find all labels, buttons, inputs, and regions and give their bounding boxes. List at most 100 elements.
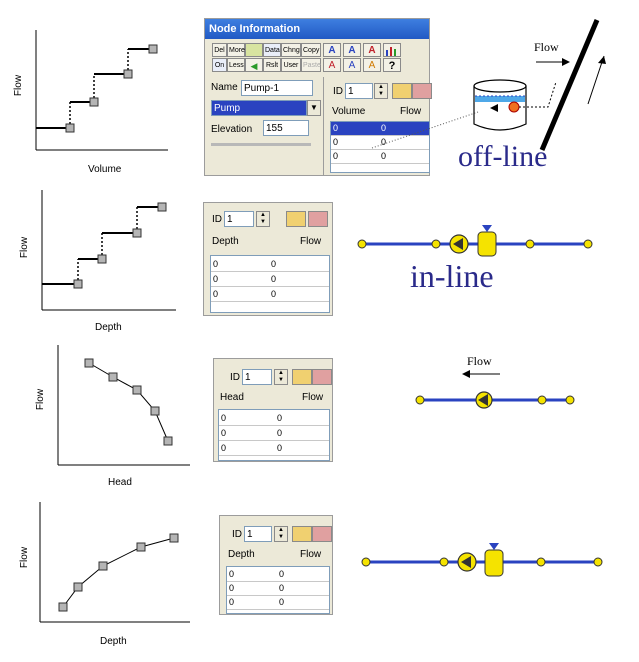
import-icon[interactable]	[392, 83, 412, 99]
pen-red-icon[interactable]: A	[323, 58, 341, 72]
chart4-point	[58, 602, 68, 612]
import-icon[interactable]	[292, 369, 312, 385]
wet-well-icon	[484, 543, 504, 577]
chart4-point	[136, 542, 146, 552]
link-line	[371, 111, 479, 149]
flow-label-inline: Flow	[467, 354, 492, 368]
pump-icon	[475, 391, 493, 409]
less-button[interactable]: Less	[227, 58, 245, 72]
chart1-points	[65, 44, 158, 133]
junction-node	[536, 557, 546, 567]
flow-arrow-offline-up	[587, 55, 605, 105]
type-select[interactable]: Pump	[211, 100, 307, 116]
elevation-slider[interactable]	[211, 143, 311, 146]
chart3-point	[150, 406, 160, 416]
arrowhead-icon	[598, 56, 606, 64]
id-input[interactable]: 1	[224, 211, 254, 227]
chart2-axes	[41, 190, 176, 311]
name-input[interactable]: Pump-1	[241, 80, 313, 96]
chart-icon[interactable]	[383, 43, 401, 57]
import-icon[interactable]	[292, 526, 312, 542]
elevation-input[interactable]: 155	[263, 120, 309, 136]
chart2-point	[157, 202, 167, 212]
export-icon[interactable]	[312, 369, 332, 385]
chart4-point	[73, 582, 83, 592]
arrowhead-icon	[462, 370, 470, 378]
chart2-xlabel: Depth	[95, 322, 122, 333]
chart3-point	[84, 358, 94, 368]
window-title: Node Information	[205, 19, 429, 39]
chart4-point	[169, 533, 179, 543]
color-icon[interactable]	[245, 43, 263, 57]
pump-icon	[457, 552, 477, 572]
id-label: ID	[230, 372, 240, 383]
junction-node	[357, 239, 367, 249]
del-button[interactable]: Del	[212, 43, 227, 57]
user-button[interactable]: User	[281, 58, 301, 72]
id-spinner[interactable]: ▲▼	[274, 526, 288, 542]
pen-multi-icon[interactable]: A	[363, 58, 381, 72]
junction-node	[525, 239, 535, 249]
font-color-icon[interactable]: A	[363, 43, 381, 57]
chart1-point	[123, 69, 133, 79]
copy-button[interactable]: Copy	[301, 43, 321, 57]
id-input[interactable]: 1	[242, 369, 272, 385]
id-label: ID	[333, 86, 343, 97]
chart3-axes	[57, 345, 190, 466]
chng-button[interactable]: Chng	[281, 43, 301, 57]
export-icon[interactable]	[412, 83, 432, 99]
font-large-icon[interactable]: A	[323, 43, 341, 57]
id-label: ID	[212, 214, 222, 225]
col-flow: Flow	[302, 392, 324, 403]
chart3-points	[84, 358, 173, 446]
type-dropdown-arrow[interactable]: ▼	[307, 100, 321, 116]
id-input[interactable]: 1	[345, 83, 373, 99]
chart3-point	[132, 385, 142, 395]
on-button[interactable]: On	[212, 58, 227, 72]
import-icon[interactable]	[286, 211, 306, 227]
junction-node	[583, 239, 593, 249]
offline-pipe	[539, 19, 600, 151]
id-spinner[interactable]: ▲▼	[374, 83, 388, 99]
chart4-point	[98, 561, 108, 571]
junction-node	[537, 395, 547, 405]
col-depth: Depth	[212, 236, 239, 247]
id-spinner[interactable]: ▲▼	[274, 369, 288, 385]
help-button[interactable]: ?	[383, 58, 401, 72]
chart3-xlabel: Head	[108, 477, 132, 488]
font-medium-icon[interactable]: A	[343, 43, 361, 57]
id-spinner[interactable]: ▲▼	[256, 211, 270, 227]
pump-icon	[449, 234, 469, 254]
arrow-icon[interactable]: ◀	[245, 58, 263, 72]
id-input[interactable]: 1	[244, 526, 272, 542]
data-button[interactable]: Data	[263, 43, 281, 57]
offline-label: off-line	[458, 140, 548, 173]
rslt-button[interactable]: Rslt	[263, 58, 281, 72]
export-icon[interactable]	[308, 211, 328, 227]
export-icon[interactable]	[312, 526, 332, 542]
discharge-line	[519, 81, 557, 108]
paste-button[interactable]: Paste	[301, 58, 321, 72]
wet-well-tank	[473, 79, 527, 131]
more-button[interactable]: More	[227, 43, 245, 57]
pen-blue-icon[interactable]: A	[343, 58, 361, 72]
